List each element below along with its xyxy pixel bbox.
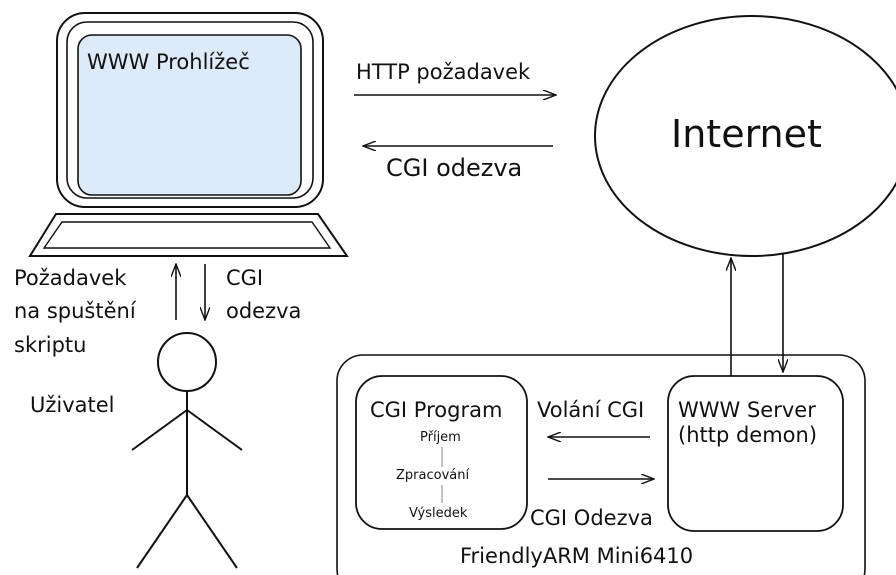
- cgi-step-receive: Příjem: [420, 430, 461, 445]
- cgi-response-top-link: CGI odezva: [363, 146, 553, 182]
- computer-monitor: WWW Prohlížeč: [56, 12, 324, 208]
- www-server-box: WWW Server (http demon): [667, 375, 844, 532]
- user-left-arm: [131, 409, 188, 451]
- browser-title: WWW Prohlížeč: [87, 50, 250, 74]
- http-request-link: HTTP požadavek: [354, 60, 556, 95]
- cgi-program-box: CGI Program Příjem Zpracování Výsledek: [355, 375, 528, 530]
- user-response-line-1: CGI: [226, 266, 263, 290]
- cgi-step-process: Zpracování: [396, 468, 469, 483]
- cgi-call-link: Volání CGI: [537, 398, 650, 437]
- user-label: Uživatel: [30, 393, 115, 417]
- user-figure: Uživatel: [30, 332, 243, 569]
- www-server-frame: [667, 375, 844, 532]
- user-request-line-2: na spuštění: [14, 299, 137, 323]
- www-server-line-1: WWW Server: [678, 398, 816, 422]
- user-request-label: Požadavek na spuštění skriptu: [14, 266, 142, 357]
- user-response-label: CGI odezva: [226, 266, 301, 323]
- user-links: Požadavek na spuštění skriptu CGI odezva: [14, 264, 301, 357]
- internet-server-links: [731, 253, 783, 376]
- internet-cloud: Internet: [594, 15, 896, 257]
- cgi-response-bottom-label: CGI Odezva: [530, 506, 653, 530]
- user-response-line-2: odezva: [226, 299, 301, 323]
- cgi-response-top-label: CGI odezva: [386, 154, 522, 182]
- cgi-program-title: CGI Program: [370, 398, 502, 422]
- user-right-arm: [186, 409, 243, 451]
- cgi-response-bottom-link: CGI Odezva: [530, 479, 654, 530]
- http-request-label: HTTP požadavek: [356, 60, 531, 84]
- user-head: [157, 332, 217, 392]
- cgi-call-label: Volání CGI: [537, 398, 644, 422]
- user-left-leg: [136, 494, 188, 569]
- user-right-leg: [186, 494, 238, 569]
- www-server-line-2: (http demon): [678, 423, 817, 447]
- device-label: FriendlyARM Mini6410: [460, 544, 693, 568]
- user-request-line-1: Požadavek: [14, 266, 127, 290]
- cgi-step-result: Výsledek: [409, 506, 468, 521]
- keyboard-inner: [42, 221, 332, 249]
- www-server-title: WWW Server (http demon): [678, 398, 823, 447]
- browser-screen: [77, 34, 302, 196]
- user-request-line-3: skriptu: [14, 333, 86, 357]
- internet-label: Internet: [671, 112, 822, 156]
- internet-ellipse: [594, 15, 896, 257]
- keyboard: [28, 213, 349, 257]
